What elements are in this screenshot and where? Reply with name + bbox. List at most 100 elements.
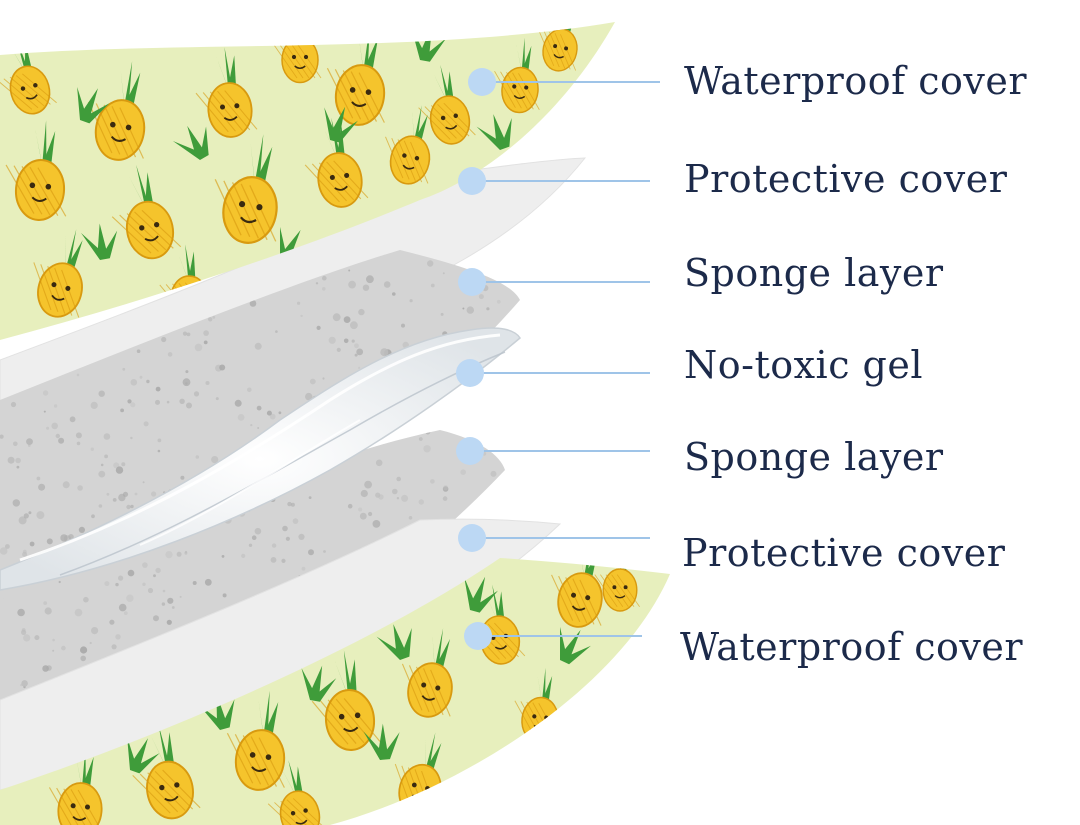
sponge-speckle bbox=[350, 321, 358, 330]
sponge-speckle bbox=[380, 348, 389, 357]
waterproof-cover-bottom bbox=[0, 558, 670, 825]
sponge-speckle bbox=[275, 330, 278, 333]
sponge-speckle bbox=[522, 411, 530, 419]
sponge-speckle bbox=[486, 758, 495, 766]
sponge-speckle bbox=[52, 649, 55, 652]
layer-label-protective-cover-top: Protective cover bbox=[684, 157, 1008, 201]
sponge-speckle bbox=[297, 301, 301, 305]
sponge-speckle bbox=[427, 260, 434, 267]
sponge-speckle bbox=[42, 665, 49, 672]
sponge-speckle bbox=[186, 332, 191, 337]
sponge-speckle bbox=[34, 635, 40, 641]
sponge-speckle bbox=[115, 634, 121, 640]
sponge-speckle bbox=[112, 498, 117, 502]
leaf-motif bbox=[376, 624, 412, 660]
sponge-speckle bbox=[443, 485, 449, 491]
sponge-speckle bbox=[298, 533, 305, 541]
sponge-speckle bbox=[91, 627, 99, 635]
sponge-speckle bbox=[351, 339, 355, 343]
sponge-speckle bbox=[15, 457, 21, 464]
sponge-speckle bbox=[354, 353, 358, 357]
sponge-speckle bbox=[517, 250, 520, 259]
sponge-speckle bbox=[208, 317, 213, 322]
sponge-speckle bbox=[510, 241, 515, 246]
sponge-speckle bbox=[348, 280, 356, 289]
sponge-speckle bbox=[17, 608, 25, 617]
sponge-speckle bbox=[249, 300, 257, 307]
sponge-speckle bbox=[490, 470, 497, 477]
sponge-speckle bbox=[359, 512, 367, 520]
leaf-motif bbox=[559, 626, 591, 665]
sponge-speckle bbox=[58, 437, 65, 444]
sponge-speckle bbox=[461, 413, 464, 416]
sponge-speckle bbox=[383, 281, 391, 288]
sponge-speckle bbox=[418, 437, 423, 441]
sponge-speckle bbox=[305, 392, 313, 401]
sponge-speckle bbox=[354, 343, 359, 349]
sponge-speckle bbox=[442, 486, 449, 492]
sponge-speckle bbox=[134, 492, 138, 496]
sponge-speckle bbox=[18, 516, 27, 525]
sponge-speckle bbox=[482, 500, 491, 509]
sponge-speckle bbox=[109, 619, 115, 625]
marker-dot bbox=[458, 268, 486, 296]
sponge-speckle bbox=[171, 606, 175, 609]
sponge-speckle bbox=[203, 330, 209, 336]
sponge-speckle bbox=[111, 644, 117, 650]
sponge-speckle bbox=[402, 432, 408, 438]
sponge-speckle bbox=[440, 312, 444, 316]
sponge-speckle bbox=[309, 378, 316, 385]
sponge-speckle bbox=[516, 493, 520, 497]
sponge-speckle bbox=[27, 342, 33, 348]
pineapple-motif bbox=[214, 134, 278, 244]
marker-dot bbox=[468, 68, 496, 96]
sponge-speckle bbox=[43, 410, 46, 413]
sponge-speckle bbox=[490, 250, 498, 258]
sponge-speckle bbox=[479, 385, 484, 390]
sponge-speckle bbox=[347, 503, 353, 509]
sponge-speckle bbox=[121, 462, 126, 467]
sponge-speckle bbox=[430, 479, 435, 484]
sponge-speckle bbox=[16, 465, 20, 469]
sponge-speckle bbox=[21, 680, 28, 687]
leaf-motif bbox=[411, 25, 447, 62]
sponge-speckle bbox=[401, 323, 405, 328]
sponge-speckle bbox=[184, 550, 188, 554]
sponge-speckle bbox=[375, 459, 383, 467]
sponge-speckle bbox=[192, 581, 197, 585]
sponge-speckle bbox=[392, 292, 396, 296]
sponge-speckle bbox=[21, 628, 26, 632]
sponge-speckle bbox=[103, 433, 111, 440]
sponge-speckle bbox=[77, 485, 83, 491]
marker-dot bbox=[458, 524, 486, 552]
sponge-speckle bbox=[478, 294, 484, 300]
leaf-motif bbox=[301, 665, 337, 702]
sponge-speckle bbox=[358, 366, 361, 369]
sponge-speckle bbox=[118, 575, 124, 581]
sponge-speckle bbox=[423, 445, 431, 453]
sponge-speckle bbox=[467, 407, 473, 413]
sponge-speckle bbox=[161, 602, 166, 606]
sponge-speckle bbox=[497, 274, 502, 279]
sponge-speckle bbox=[193, 391, 200, 397]
sponge-speckle bbox=[155, 386, 161, 392]
sponge-speckle bbox=[98, 504, 103, 508]
sponge-speckle bbox=[165, 551, 173, 559]
marker-dot bbox=[458, 167, 486, 195]
sponge-speckle bbox=[83, 596, 89, 603]
sponge-speckle bbox=[322, 377, 325, 380]
sponge-speckle bbox=[29, 541, 35, 547]
sponge-speckle bbox=[356, 348, 364, 356]
sponge-speckle bbox=[12, 499, 20, 507]
sponge-speckle bbox=[92, 316, 97, 321]
sponge-speckle bbox=[44, 607, 52, 615]
sponge-speckle bbox=[241, 553, 246, 559]
sponge-speckle bbox=[219, 364, 226, 371]
sponge-speckle bbox=[486, 307, 490, 311]
sponge-speckle bbox=[254, 527, 262, 535]
marker-dot bbox=[456, 359, 484, 387]
sponge-speckle bbox=[69, 416, 76, 423]
leaf-motif bbox=[464, 576, 498, 613]
sponge-speckle bbox=[0, 434, 4, 439]
